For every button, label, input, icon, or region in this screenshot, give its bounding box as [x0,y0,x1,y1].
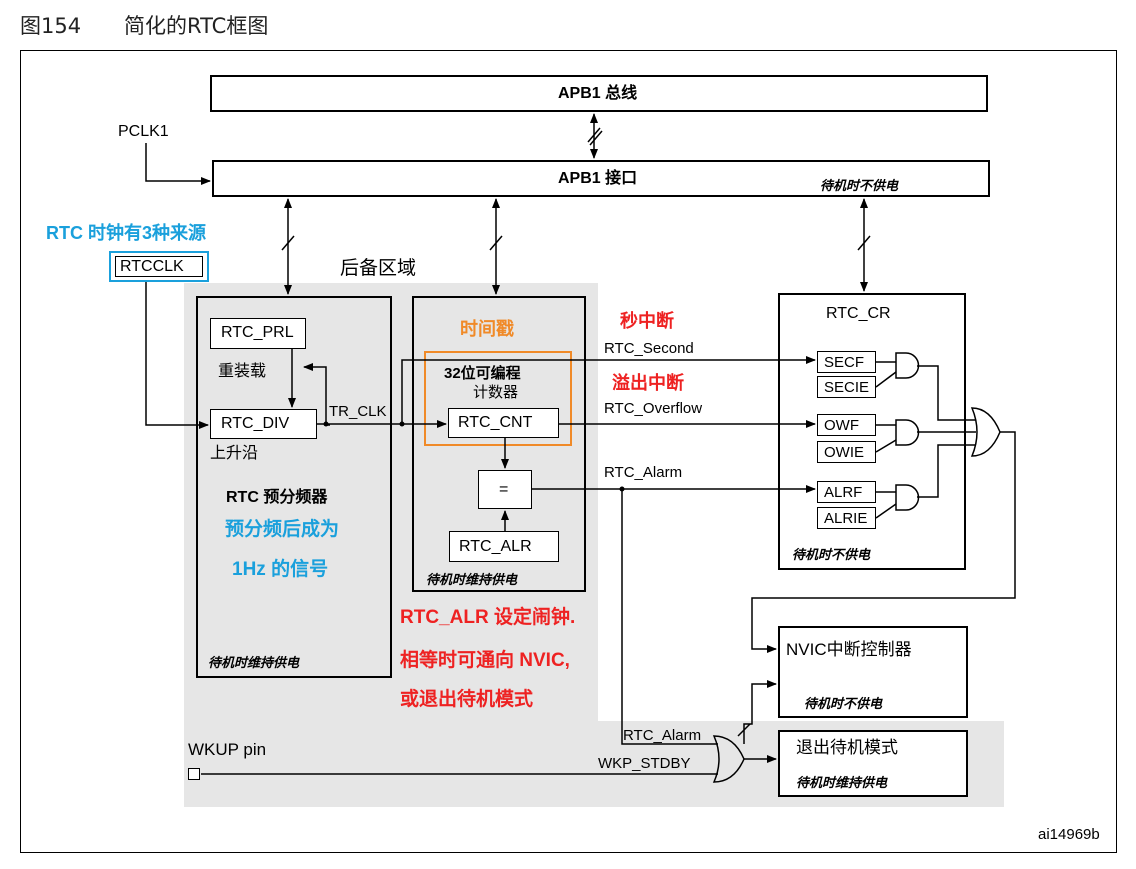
apb1-interface-box [212,160,990,197]
figure-number: 图154 [20,14,82,38]
and-gate-alarm [895,484,920,511]
counter-standby-note: 待机时维持供电 [426,573,518,588]
apb1-bus-label: APB1 总线 [558,85,638,102]
timestamp-note: 时间戳 [460,319,514,339]
exit-standby-note: 待机时维持供电 [796,776,888,791]
rtc-second-label: RTC_Second [604,340,694,357]
owie-box [817,441,876,463]
wkup-pin-square [188,768,200,780]
rtc-alr-label: RTC_ALR [459,538,532,555]
rtc-cr-title: RTC_CR [826,305,891,322]
counter-block [412,296,586,592]
secf-box [817,351,876,373]
prescaler-note-1: 预分频后成为 [225,519,340,540]
wakeup-nvic-wire [743,680,777,744]
alrie-label: ALRIE [824,510,868,527]
prescaler-note-2: 1Hz 的信号 [232,559,329,580]
owie-label: OWIE [824,444,864,461]
alr-note-line-3: 或退出待机模式 [400,689,534,710]
backup-domain-label: 后备区域 [340,257,417,279]
wkp-stdby-label: WKP_STDBY [598,755,691,772]
nvic-standby-note: 待机时不供电 [804,697,883,712]
rtc-overflow-label: RTC_Overflow [604,400,703,417]
nvic-block [778,626,968,718]
secf-label: SECF [824,354,865,371]
clock-source-note: RTC 时钟有3种来源 [46,223,207,243]
owf-box [817,414,876,436]
alarm-wakeup-wire [621,489,718,745]
owf-label: OWF [824,417,859,434]
exit-standby-title: 退出待机模式 [796,738,898,758]
alrie-box [817,507,876,529]
counter-desc-2: 计数器 [473,383,519,401]
second-interrupt-note: 秒中断 [620,311,674,331]
prescaler-block [196,296,392,678]
reload-feedback-wire [303,363,330,426]
rtcclk-box [115,256,203,277]
and-gate-second [895,352,920,379]
rtc-cnt-box [448,408,559,438]
rtc-cr-standby-note: 待机时不供电 [792,548,871,563]
rtc-div-box [210,409,317,439]
secie-label: SECIE [824,379,870,396]
alrf-label: ALRF [824,484,863,501]
rtc-div-label: RTC_DIV [221,415,290,432]
alrf-box [817,481,876,503]
rtc-alr-box [449,531,559,562]
figure-id: ai14969b [1038,826,1100,843]
pclk1-wire [145,143,211,185]
comparator-label: = [499,481,509,498]
or-gate-wakeup [712,735,745,783]
pclk1-label: PCLK1 [118,123,169,140]
apb1-interface-label: APB1 接口 [558,170,638,187]
interrupt-nvic-wire [751,431,1016,653]
comparator-box [478,470,532,509]
rtc-second-wire [401,356,816,424]
counter-highlight [424,351,572,446]
wkup-pin-label: WKUP pin [188,740,267,759]
apb1-standby-note: 待机时不供电 [820,179,899,194]
counter-desc-1: 32位可编程 [444,365,521,382]
prescaler-title: RTC 预分频器 [226,489,328,506]
rtcclk-wire [145,282,209,429]
rising-edge-label: 上升沿 [210,443,259,462]
nvic-title: NVIC中断控制器 [786,640,912,659]
and-gate-overflow [895,419,920,446]
rtc-cnt-label: RTC_CNT [458,414,533,431]
tr-clk-label: TR_CLK [329,403,387,420]
rtc-alarm-2-label: RTC_Alarm [623,727,702,744]
figure-frame [20,50,1117,853]
or-gate-interrupt [970,407,1001,457]
rtc-alarm-label: RTC_Alarm [604,464,683,481]
prescaler-standby-note: 待机时维持供电 [208,656,300,671]
secie-box [817,376,876,398]
figure-title: 简化的RTC框图 [124,14,269,38]
rtc-prl-box [210,318,306,349]
exit-standby-block [778,730,968,797]
rtc-prl-label: RTC_PRL [221,324,294,341]
alr-note-line-2: 相等时可通向 NVIC, [400,650,570,671]
apb1-bus-box [210,75,988,112]
overflow-interrupt-note: 溢出中断 [612,373,684,393]
rtcclk-label: RTCCLK [120,258,184,275]
reload-label: 重装载 [218,361,267,380]
alr-note-line-1: RTC_ALR 设定闹钟. [400,607,576,628]
